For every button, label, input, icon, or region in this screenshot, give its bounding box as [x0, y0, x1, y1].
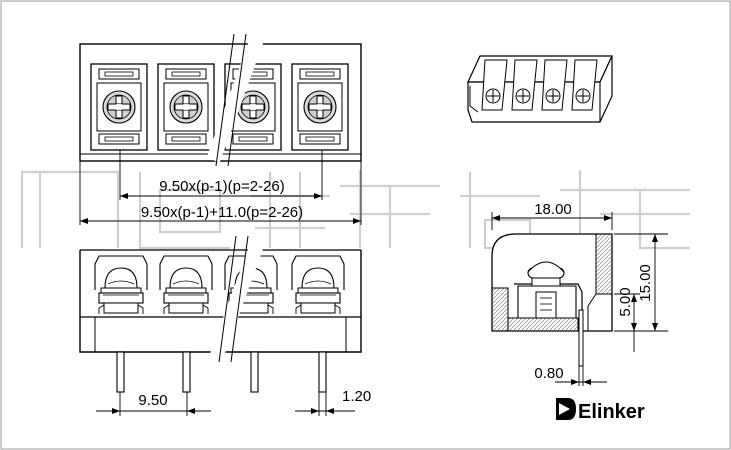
front-pins	[116, 351, 327, 393]
dim-side-width: 18.00	[534, 201, 572, 218]
dim-side-pin-thickness: 0.80	[534, 365, 563, 382]
pin-width-dimension: 1.20	[295, 388, 371, 416]
brand-name: Elinker	[578, 401, 645, 423]
dim-side-height: 15.00	[637, 264, 654, 302]
dim-overall-length: 9.50x(p-1)+11.0(p=2-26)	[141, 204, 303, 221]
span-dimensions: 9.50x(p-1)(p=2-26) 9.50x(p-1)+11.0(p=2-2…	[79, 150, 362, 225]
dim-total-pitch: 9.50x(p-1)(p=2-26)	[159, 178, 284, 195]
top-view	[79, 33, 362, 167]
dim-pin-width: 1.20	[342, 388, 371, 405]
isometric-view	[467, 55, 613, 123]
brand-logo: Elinker	[556, 398, 645, 423]
side-view	[491, 233, 613, 367]
dim-pitch: 9.50	[138, 392, 167, 409]
elinker-logo-icon	[556, 398, 576, 420]
dim-side-inner-height: 5.00	[617, 287, 634, 316]
pitch-dimension: 9.50	[96, 392, 211, 416]
side-dimensions: 18.00 15.00 5.00 0.80	[491, 201, 668, 386]
front-view	[79, 235, 362, 393]
